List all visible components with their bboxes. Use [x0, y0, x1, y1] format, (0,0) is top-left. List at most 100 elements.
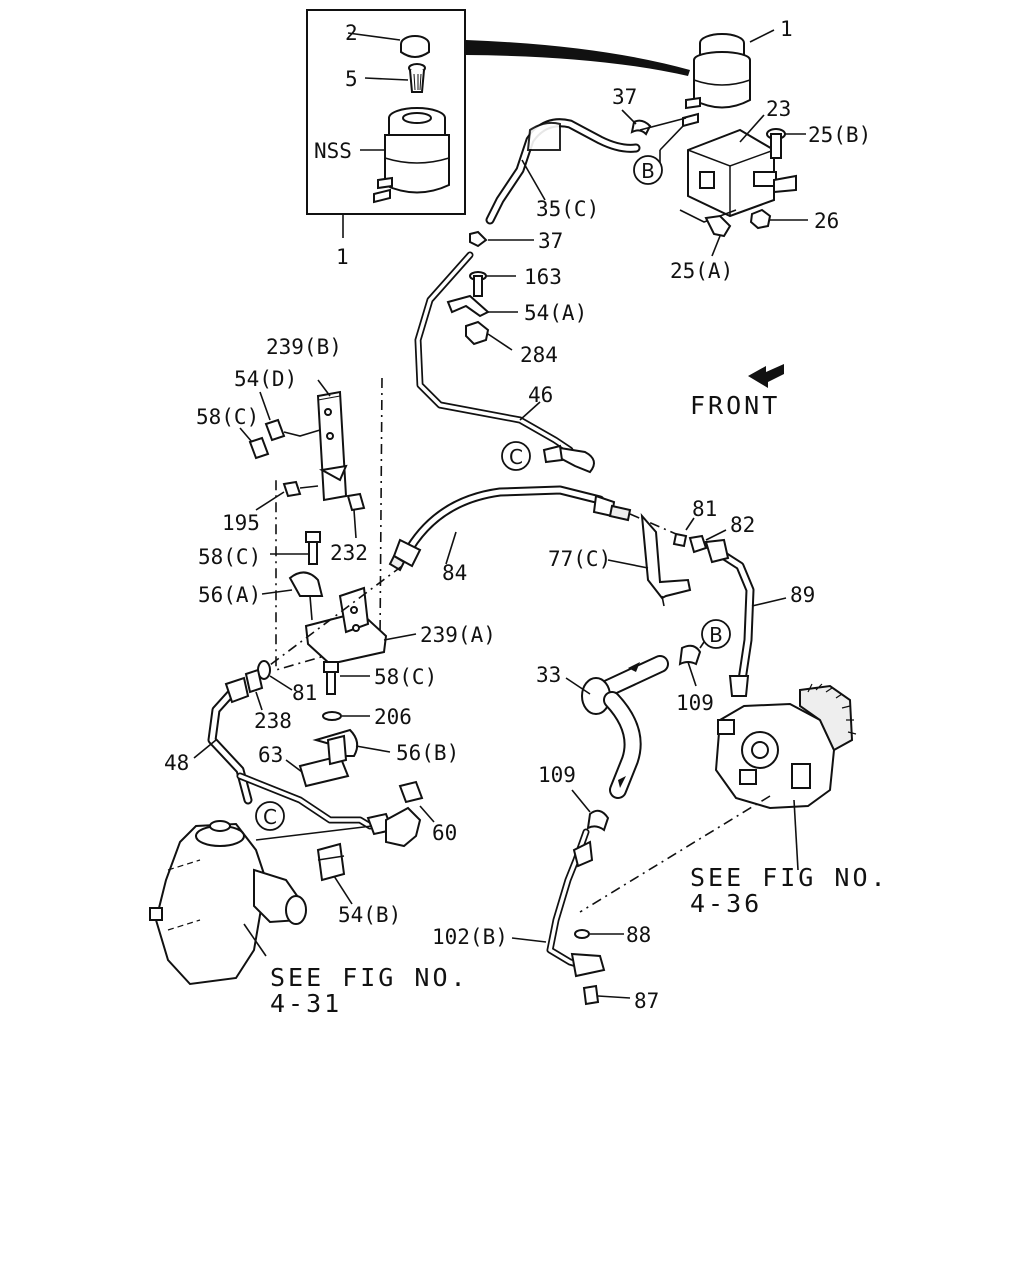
label-232: 232	[330, 541, 368, 565]
label-88: 88	[626, 923, 651, 947]
label-109-upper: 109	[676, 691, 714, 715]
label-25b: 25(B)	[808, 123, 871, 147]
label-58c-mid: 58(C)	[198, 545, 261, 569]
hose-84	[265, 485, 677, 669]
label-206: 206	[374, 705, 412, 729]
nut-284	[465, 320, 513, 351]
hose-35c	[485, 118, 641, 225]
washer-206	[322, 711, 370, 721]
clip-56a	[261, 571, 324, 621]
reservoir-inset	[306, 9, 466, 238]
clip-54a	[446, 294, 518, 318]
pipe-60	[236, 772, 435, 848]
marker-b-lower	[701, 619, 731, 649]
label-56a: 56(A)	[198, 583, 261, 607]
bolt-25b	[766, 128, 806, 159]
label-33: 33	[536, 663, 561, 687]
see-fig-gear-line1: SEE FIG NO.	[270, 963, 469, 992]
label-102b: 102(B)	[432, 925, 508, 949]
label-63: 63	[258, 743, 283, 767]
nut-82	[688, 529, 727, 554]
reservoir-1	[682, 29, 775, 128]
label-54d: 54(D)	[234, 367, 297, 391]
clamp-37-upper	[621, 109, 687, 136]
marker-c-lower	[255, 801, 285, 831]
marker-b-upper-text: B	[641, 159, 655, 183]
label-1: 1	[780, 17, 793, 41]
label-239a: 239(A)	[420, 623, 496, 647]
see-fig-pump-line1: SEE FIG NO.	[690, 863, 889, 892]
bolt-163	[469, 271, 516, 297]
bolt-25a	[704, 214, 732, 257]
clamp-109-upper	[678, 641, 705, 687]
label-77c: 77(C)	[548, 547, 611, 571]
clamp-109-lower	[571, 789, 610, 832]
inset-connector	[466, 40, 690, 76]
label-nss: NSS	[314, 139, 352, 163]
see-fig-pump-line2: 4-36	[690, 889, 762, 918]
label-26: 26	[814, 209, 839, 233]
label-82: 82	[730, 513, 755, 537]
marker-c-upper-text: C	[509, 445, 523, 469]
nut-232	[346, 492, 366, 539]
marker-c-upper	[501, 441, 531, 471]
bracket-23	[679, 114, 797, 223]
bolt-87	[582, 984, 631, 1006]
label-89: 89	[790, 583, 815, 607]
label-284: 284	[520, 343, 558, 367]
label-58c-lower: 58(C)	[374, 665, 437, 689]
washer-81-upper	[672, 517, 695, 548]
label-46: 46	[528, 383, 553, 407]
label-1-inset: 1	[336, 245, 349, 269]
label-5: 5	[345, 67, 358, 91]
pipe-89	[704, 538, 787, 697]
hose-33	[565, 655, 669, 799]
label-60: 60	[432, 821, 457, 845]
label-37-upper: 37	[612, 85, 637, 109]
bolt-195	[255, 480, 319, 511]
label-81-lower: 81	[292, 681, 317, 705]
label-239b: 239(B)	[266, 335, 342, 359]
label-195: 195	[222, 511, 260, 535]
marker-b-upper	[633, 155, 663, 185]
label-54a: 54(A)	[524, 301, 587, 325]
label-23: 23	[766, 97, 791, 121]
clip-54d	[259, 391, 321, 442]
oring-88	[574, 929, 624, 939]
clip-56b	[312, 728, 391, 757]
bolt-58c-mid	[270, 531, 321, 565]
clamp-37-lower	[469, 230, 534, 248]
label-25a: 25(A)	[670, 259, 733, 283]
pump-assembly	[579, 683, 857, 913]
label-84: 84	[442, 561, 467, 585]
pipe-48	[193, 676, 253, 805]
nut-26	[749, 208, 808, 230]
clip-54b	[316, 842, 353, 905]
bolt-58c-top	[239, 427, 270, 460]
label-109-lower: 109	[538, 763, 576, 787]
bolt-58c-lower	[323, 661, 370, 695]
steering-gear-box	[149, 820, 307, 986]
washer-81-lower	[257, 660, 293, 691]
label-37-lower: 37	[538, 229, 563, 253]
label-163: 163	[524, 265, 562, 289]
label-54b: 54(B)	[338, 903, 401, 927]
label-56b: 56(B)	[396, 741, 459, 765]
bracket-63	[285, 734, 350, 788]
marker-c-lower-text: C	[263, 805, 277, 829]
bracket-239a	[304, 586, 417, 666]
label-58c-top: 58(C)	[196, 405, 259, 429]
bracket-77c	[607, 513, 692, 607]
see-fig-gear-line2: 4-31	[270, 989, 342, 1018]
pipe-102b	[511, 828, 606, 978]
front-arrow	[748, 364, 784, 388]
marker-b-lower-text: B	[709, 623, 723, 647]
nut-238	[244, 668, 264, 711]
label-87: 87	[634, 989, 659, 1013]
label-81-upper: 81	[692, 497, 717, 521]
label-238: 238	[254, 709, 292, 733]
label-35c: 35(C)	[536, 197, 599, 221]
label-48: 48	[164, 751, 189, 775]
pipe-46	[414, 251, 595, 474]
